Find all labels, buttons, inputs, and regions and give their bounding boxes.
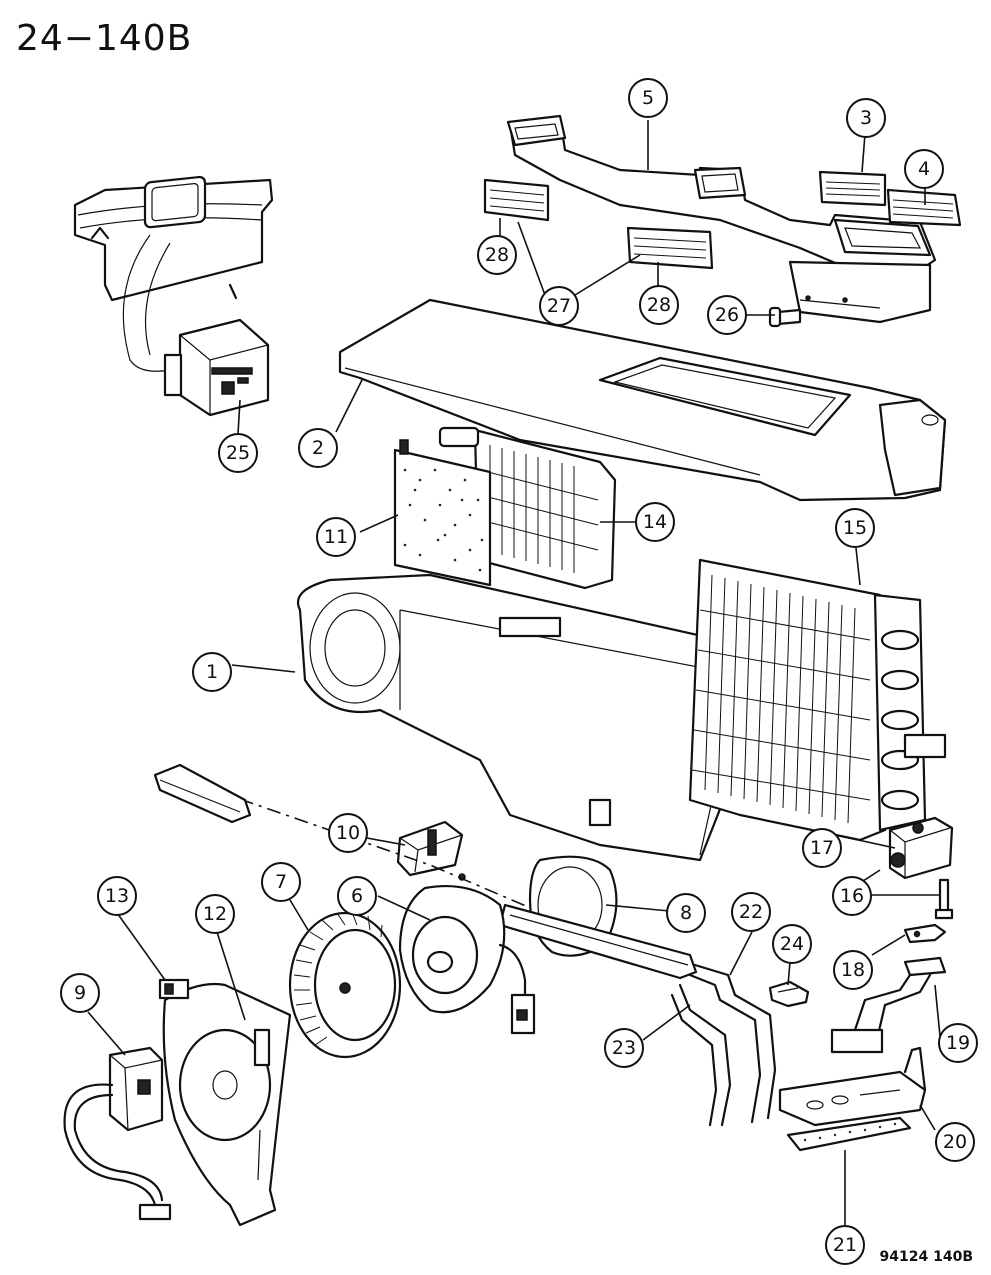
svg-text:21: 21	[833, 1234, 857, 1256]
svg-text:15: 15	[843, 517, 867, 539]
callout-27: 27	[539, 286, 579, 326]
air-filter	[393, 439, 492, 587]
svg-text:24: 24	[780, 933, 804, 955]
callout-17: 17	[802, 828, 842, 868]
svg-text:17: 17	[810, 837, 834, 859]
dash-panel	[73, 175, 274, 302]
svg-text:25: 25	[226, 442, 250, 464]
cable-end	[153, 763, 252, 824]
blower-wheel	[288, 911, 402, 1059]
vent-outlet-far-right	[886, 188, 962, 227]
svg-text:28: 28	[647, 294, 671, 316]
heater-hoses	[670, 963, 777, 1127]
svg-text:4: 4	[918, 158, 930, 180]
callout-28b: 28	[639, 285, 679, 325]
valve-bolt	[934, 878, 954, 920]
callout-21: 21	[825, 1225, 865, 1265]
svg-text:18: 18	[841, 959, 865, 981]
svg-text:19: 19	[946, 1032, 970, 1054]
callout-1: 1	[192, 652, 232, 692]
callout-8: 8	[666, 893, 706, 933]
callout-15: 15	[835, 508, 875, 548]
blower-resistor-harness	[63, 1046, 172, 1221]
refrigerant-line-block	[830, 956, 947, 1054]
callout-13: 13	[97, 876, 137, 916]
svg-text:1: 1	[206, 661, 218, 683]
blower-clip	[158, 978, 190, 1000]
vent-outlet-center	[626, 226, 714, 270]
svg-text:14: 14	[643, 511, 667, 533]
svg-text:28: 28	[485, 244, 509, 266]
svg-text:12: 12	[203, 903, 227, 925]
screw	[768, 306, 802, 328]
callout-22: 22	[731, 892, 771, 932]
svg-text:7: 7	[275, 871, 287, 893]
svg-text:23: 23	[612, 1037, 636, 1059]
leader-lines	[87, 120, 941, 1226]
svg-text:8: 8	[680, 902, 692, 924]
mode-door-actuator	[396, 820, 466, 881]
callout-19: 19	[938, 1023, 978, 1063]
valve-gasket	[903, 923, 947, 944]
svg-text:13: 13	[105, 885, 129, 907]
callout-18: 18	[833, 950, 873, 990]
callout-14: 14	[635, 502, 675, 542]
vent-outlet-right	[818, 170, 887, 207]
defroster-duct	[506, 114, 937, 324]
callout-3: 3	[846, 98, 886, 138]
callout-5: 5	[628, 78, 668, 118]
callout-4: 4	[904, 149, 944, 189]
vent-outlet-left	[483, 178, 550, 222]
callout-7: 7	[261, 862, 301, 902]
svg-text:11: 11	[324, 526, 348, 548]
callout-9: 9	[60, 973, 100, 1013]
svg-text:9: 9	[74, 982, 86, 1004]
hose-clip	[768, 980, 810, 1008]
callout-16: 16	[832, 876, 872, 916]
callout-11: 11	[316, 517, 356, 557]
callout-6: 6	[337, 876, 377, 916]
svg-text:3: 3	[860, 107, 872, 129]
callout-28a: 28	[477, 235, 517, 275]
svg-text:26: 26	[715, 304, 739, 326]
callout-24: 24	[772, 924, 812, 964]
svg-text:20: 20	[943, 1131, 967, 1153]
callout-20: 20	[935, 1122, 975, 1162]
svg-text:16: 16	[840, 885, 864, 907]
callout-12: 12	[195, 894, 235, 934]
blower-housing-plate	[162, 982, 292, 1227]
svg-text:10: 10	[336, 822, 360, 844]
callout-10: 10	[328, 813, 368, 853]
housing-cover	[338, 298, 947, 502]
callout-2: 2	[298, 428, 338, 468]
svg-text:22: 22	[739, 901, 763, 923]
control-cable	[184, 779, 541, 913]
expansion-valve	[888, 816, 954, 880]
page-title: 24−140B	[16, 18, 193, 59]
callout-23: 23	[604, 1028, 644, 1068]
svg-text:5: 5	[642, 87, 654, 109]
svg-text:27: 27	[547, 295, 571, 317]
callout-25: 25	[218, 433, 258, 473]
blower-motor	[398, 885, 536, 1035]
blower-motor-resistor	[122, 234, 270, 417]
callout-26: 26	[707, 295, 747, 335]
figure-code: 94124 140B	[879, 1249, 973, 1265]
svg-text:2: 2	[312, 437, 324, 459]
foam-pad	[786, 1116, 912, 1152]
svg-text:6: 6	[351, 885, 363, 907]
mounting-bracket	[778, 1046, 927, 1127]
ac-housing	[297, 573, 762, 862]
evaporator	[688, 558, 947, 842]
